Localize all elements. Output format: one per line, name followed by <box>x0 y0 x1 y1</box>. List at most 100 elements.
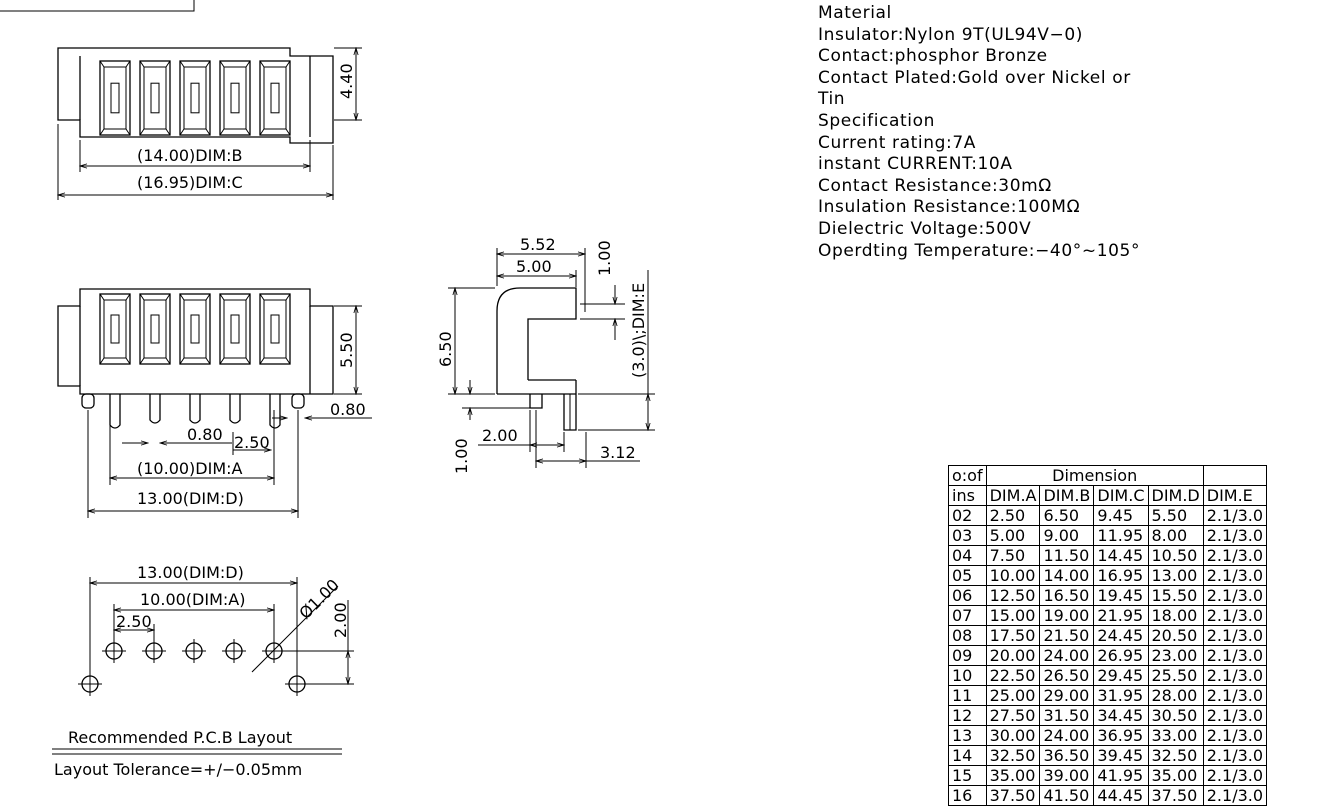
table-cell: 2.1/3.0 <box>1202 685 1268 706</box>
table-cell: 37.50 <box>1147 785 1204 806</box>
pcb-dim-a-label: 10.00(DIM:A) <box>140 590 245 609</box>
top-view: 4.40 (14.00)DIM:B (16.95)DIM:C <box>58 48 362 200</box>
table-cell: 02 <box>948 505 987 526</box>
solder-pin <box>229 394 241 424</box>
side-width-outer: 5.52 <box>520 235 556 254</box>
top-height-dim: 4.40 <box>337 63 356 99</box>
table-cell: 05 <box>948 565 987 586</box>
table-cell: 25.50 <box>1147 665 1204 686</box>
side-height-dim: 6.50 <box>436 331 455 367</box>
table-cell: 2.1/3.0 <box>1202 785 1268 806</box>
dim-e-label: (3.0)\;DIM:E <box>629 283 648 378</box>
side-top-dim: 1.00 <box>595 240 614 276</box>
table-cell: 34.45 <box>1093 705 1149 726</box>
table-cell: 41.95 <box>1093 765 1149 786</box>
pcb-dim-d-label: 13.00(DIM:D) <box>137 563 244 582</box>
table-cell: 23.00 <box>1147 645 1204 666</box>
spec-line: Material <box>818 3 892 23</box>
spec-line: Tin <box>818 89 846 110</box>
table-cell: 26.95 <box>1093 645 1149 666</box>
table-cell: 32.50 <box>1147 745 1204 766</box>
spec-line: Insulation Resistance:100MΩ <box>818 197 1081 218</box>
contact-slot <box>259 293 291 365</box>
contact-slot <box>259 60 291 136</box>
pitch-dim: 2.50 <box>234 433 270 452</box>
table-cell: 2.1/3.0 <box>1202 585 1268 606</box>
table-cell: 14 <box>948 745 987 766</box>
table-cell: 16.95 <box>1093 565 1149 586</box>
table-cell: 12 <box>948 705 987 726</box>
pcb-layout: 13.00(DIM:D) 10.00(DIM:A) 2.50 Ø1.00 2.0… <box>52 563 354 779</box>
table-cell: 16.50 <box>1039 585 1095 606</box>
table-cell: 2.1/3.0 <box>1202 565 1268 586</box>
table-cell: 2.1/3.0 <box>1202 625 1268 646</box>
table-cell: 20.50 <box>1147 625 1204 646</box>
table-cell: 24.00 <box>1039 645 1095 666</box>
contact-slot <box>99 293 131 365</box>
dim-b-label: (14.00)DIM:B <box>137 146 243 165</box>
table-header-blank <box>1202 465 1268 486</box>
table-cell: 2.1/3.0 <box>1202 525 1268 546</box>
table-col-header: DIM.D <box>1147 485 1204 506</box>
table-cell: 03 <box>948 525 987 546</box>
table-cell: 27.50 <box>985 705 1041 726</box>
table-cell: 06 <box>948 585 987 606</box>
table-cell: 2.1/3.0 <box>1202 765 1268 786</box>
table-cell: 2.50 <box>985 505 1041 526</box>
table-cell: 11.50 <box>1039 545 1095 566</box>
table-cell: 2.1/3.0 <box>1202 745 1268 766</box>
solder-pin <box>189 394 201 424</box>
table-cell: 36.95 <box>1093 725 1149 746</box>
table-cell: 5.00 <box>985 525 1041 546</box>
contact-slot <box>139 293 171 365</box>
table-cell: 28.00 <box>1147 685 1204 706</box>
table-cell: 15.00 <box>985 605 1041 626</box>
spec-line: Contact Resistance:30mΩ <box>818 175 1052 196</box>
table-cell: 14.00 <box>1039 565 1095 586</box>
table-cell: 21.95 <box>1093 605 1149 626</box>
table-cell: 36.50 <box>1039 745 1095 766</box>
table-cell: 08 <box>948 625 987 646</box>
contact-slot <box>219 293 251 365</box>
layout-tolerance: Layout Tolerance=+/−0.05mm <box>54 760 302 779</box>
spec-line: Insulator:Nylon 9T(UL94V−0) <box>818 24 1084 45</box>
side-bottom-dim: 1.00 <box>452 438 471 474</box>
table-cell: 37.50 <box>985 785 1041 806</box>
table-cell: 10.50 <box>1147 545 1204 566</box>
table-cell: 7.50 <box>985 545 1041 566</box>
table-cell: 5.50 <box>1147 505 1204 526</box>
table-cell: 29.00 <box>1039 685 1095 706</box>
pcb-hole <box>182 639 206 663</box>
table-cell: 04 <box>948 545 987 566</box>
table-cell: 12.50 <box>985 585 1041 606</box>
table-cell: 2.1/3.0 <box>1202 645 1268 666</box>
pin-width-dim: 0.80 <box>330 400 366 419</box>
table-cell: 11.95 <box>1093 525 1149 546</box>
table-cell: 35.00 <box>1147 765 1204 786</box>
table-cell: 26.50 <box>1039 665 1095 686</box>
table-cell: 6.50 <box>1039 505 1095 526</box>
dim-c-label: (16.95)DIM:C <box>137 173 243 192</box>
front-dim-d-label: 13.00(DIM:D) <box>137 489 244 508</box>
table-cell: 30.00 <box>985 725 1041 746</box>
spec-line: Contact Plated:Gold over Nickel or <box>818 67 1131 88</box>
table-cell: 18.00 <box>1147 605 1204 626</box>
table-cell: 13.00 <box>1147 565 1204 586</box>
table-cell: 2.1/3.0 <box>1202 545 1268 566</box>
pin-gap-dim: 0.80 <box>187 425 223 444</box>
pcb-hole <box>222 639 246 663</box>
table-cell: 24.45 <box>1093 625 1149 646</box>
table-cell: 13 <box>948 725 987 746</box>
table-cell: 11 <box>948 685 987 706</box>
